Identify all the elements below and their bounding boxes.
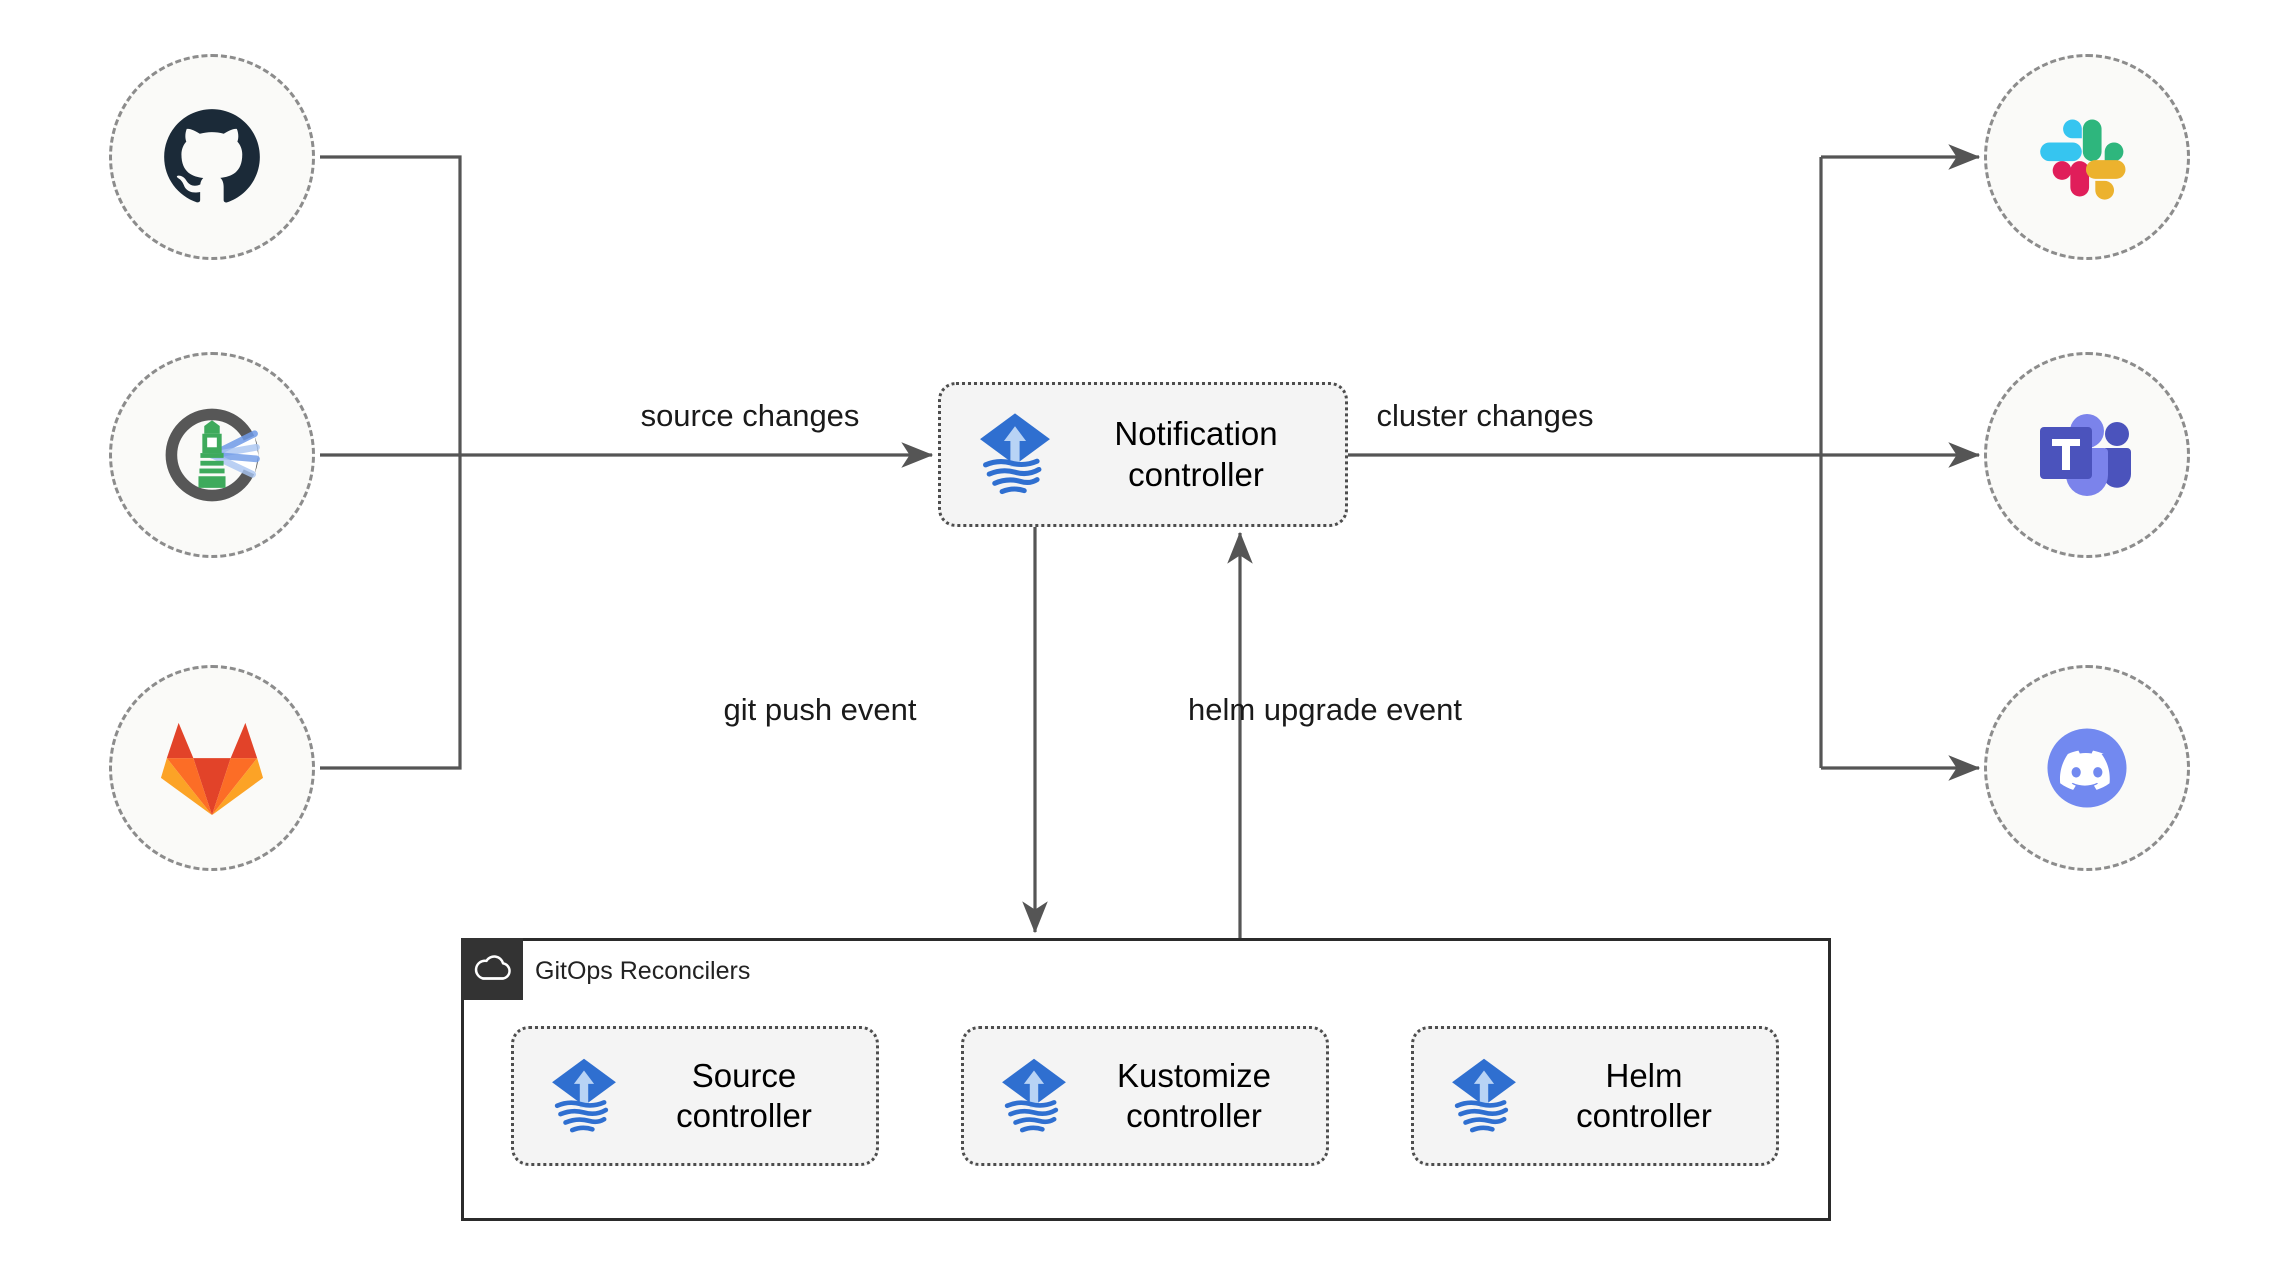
edge-github-to-bus xyxy=(320,155,462,455)
gitops-group-title: GitOps Reconcilers xyxy=(535,957,751,985)
notification-controller-box[interactable]: Notification controller xyxy=(938,382,1348,527)
source-node-flux[interactable] xyxy=(109,352,315,558)
helm-controller-box[interactable]: Helm controller xyxy=(1411,1026,1779,1166)
microsoft-teams-icon xyxy=(2040,414,2131,496)
helm-controller-label: Helm controller xyxy=(1576,1056,1712,1134)
edge-label-git-push-event: git push event xyxy=(723,692,917,727)
cloud-icon xyxy=(474,955,511,980)
kustomize-controller-label: Kustomize controller xyxy=(1116,1056,1272,1134)
flux-icon xyxy=(1442,1052,1526,1141)
source-controller-box[interactable]: Source controller xyxy=(511,1026,879,1166)
gitops-group-tab xyxy=(461,938,523,1000)
target-node-slack[interactable] xyxy=(1984,54,2190,260)
flux-icon xyxy=(992,1052,1076,1141)
edge-label-helm-upgrade-event: helm upgrade event xyxy=(1187,692,1463,727)
kustomize-controller-box[interactable]: Kustomize controller xyxy=(961,1026,1329,1166)
slack-icon xyxy=(2040,119,2126,200)
source-node-gitlab[interactable] xyxy=(109,665,315,871)
target-node-teams[interactable] xyxy=(1984,352,2190,558)
gitlab-icon xyxy=(160,722,264,816)
target-node-discord[interactable] xyxy=(1984,665,2190,871)
source-node-github[interactable] xyxy=(109,54,315,260)
edge-gitlab-to-bus xyxy=(320,455,462,770)
flux-icon xyxy=(542,1052,626,1141)
github-icon xyxy=(164,109,260,203)
source-controller-label: Source controller xyxy=(676,1056,812,1134)
notification-controller-label: Notification controller xyxy=(1114,415,1278,493)
edge-label-source-changes: source changes xyxy=(640,398,860,433)
edge-label-cluster-changes: cluster changes xyxy=(1376,398,1594,433)
flux-icon xyxy=(969,406,1061,503)
discord-icon xyxy=(2047,728,2127,808)
flux-lighthouse-icon xyxy=(165,408,260,502)
